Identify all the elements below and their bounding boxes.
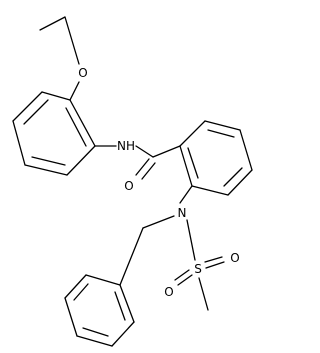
- bond-s-methyl: [198, 277, 209, 311]
- ether-oxygen-label: O: [78, 66, 87, 80]
- ring1-double-1: [23, 99, 49, 125]
- ring2-bond-4: [227, 169, 253, 196]
- ring3-double-2: [82, 327, 109, 337]
- ethoxyphenyl-ring: [12, 91, 96, 176]
- carbonyl-oxygen-label: O: [124, 179, 133, 193]
- bond-nh-carbonyl: [135, 145, 154, 158]
- bond-n-s: [186, 219, 196, 261]
- ring3-bond-1: [85, 274, 121, 286]
- ring1-double-2: [31, 156, 66, 166]
- bond-carbonyl-double-a: [135, 158, 150, 176]
- bond-o-aromatic: [69, 81, 80, 101]
- sulfonyl-oxygen-left-label: O: [164, 285, 173, 299]
- ring1-bond-2: [12, 91, 43, 122]
- sulfonyl-group: [174, 256, 225, 311]
- ring3-bond-6: [119, 284, 135, 323]
- bond-s-o-right-a: [204, 256, 223, 263]
- ring2-double-3: [187, 147, 199, 179]
- ring2-double-1: [207, 129, 235, 138]
- ring3-double-3: [114, 291, 126, 321]
- ethoxy-group: [39, 16, 80, 101]
- benzamide-ring: [179, 120, 253, 196]
- ring2-bond-1: [179, 120, 206, 147]
- ring2-bond-6: [179, 145, 193, 187]
- ring1-bond-6: [69, 99, 96, 147]
- bond-ethyl-ch2-o: [64, 16, 80, 65]
- bond-ethyl-ch3-ch2: [39, 16, 66, 31]
- ring3-bond-4: [76, 335, 113, 347]
- bond-ch2-benzyl: [119, 227, 144, 286]
- amide-nitrogen-label: NH: [117, 139, 135, 153]
- ring1-double-3: [65, 107, 87, 147]
- ring2-bond-3: [239, 129, 253, 171]
- sulfonyl-oxygen-right-label: O: [230, 251, 239, 265]
- molecule-structure-diagram: O NH O N S O O: [12, 16, 253, 347]
- amide-linkage: [94, 145, 181, 180]
- bond-n-ch2: [142, 215, 175, 229]
- ring1-bond-4: [24, 164, 68, 176]
- ring1-bond-1: [41, 91, 71, 101]
- sulfur-label: S: [194, 262, 202, 276]
- sulfonamide-nitrogen-label: N: [178, 206, 187, 220]
- ring2-bond-2: [204, 120, 241, 131]
- ring3-bond-5: [111, 321, 135, 347]
- bond-aryl-n: [179, 185, 193, 204]
- bond-s-o-right-b: [205, 261, 225, 269]
- bond-s-o-left-a: [174, 269, 190, 281]
- ring1-bond-3: [12, 120, 26, 166]
- sulfonamide-linkage: [119, 185, 196, 286]
- ring2-double-2: [223, 167, 243, 187]
- bond-carbonyl-double-b: [141, 162, 156, 180]
- ring3-bond-3: [64, 297, 78, 337]
- ring2-bond-5: [191, 185, 229, 196]
- ring1-bond-5: [66, 145, 96, 176]
- bond-carbonyl-aryl: [152, 145, 181, 158]
- ring3-double-1: [73, 283, 89, 301]
- bond-s-o-left-b: [177, 274, 193, 286]
- ring3-bond-2: [64, 274, 87, 299]
- benzyl-ring: [64, 274, 135, 347]
